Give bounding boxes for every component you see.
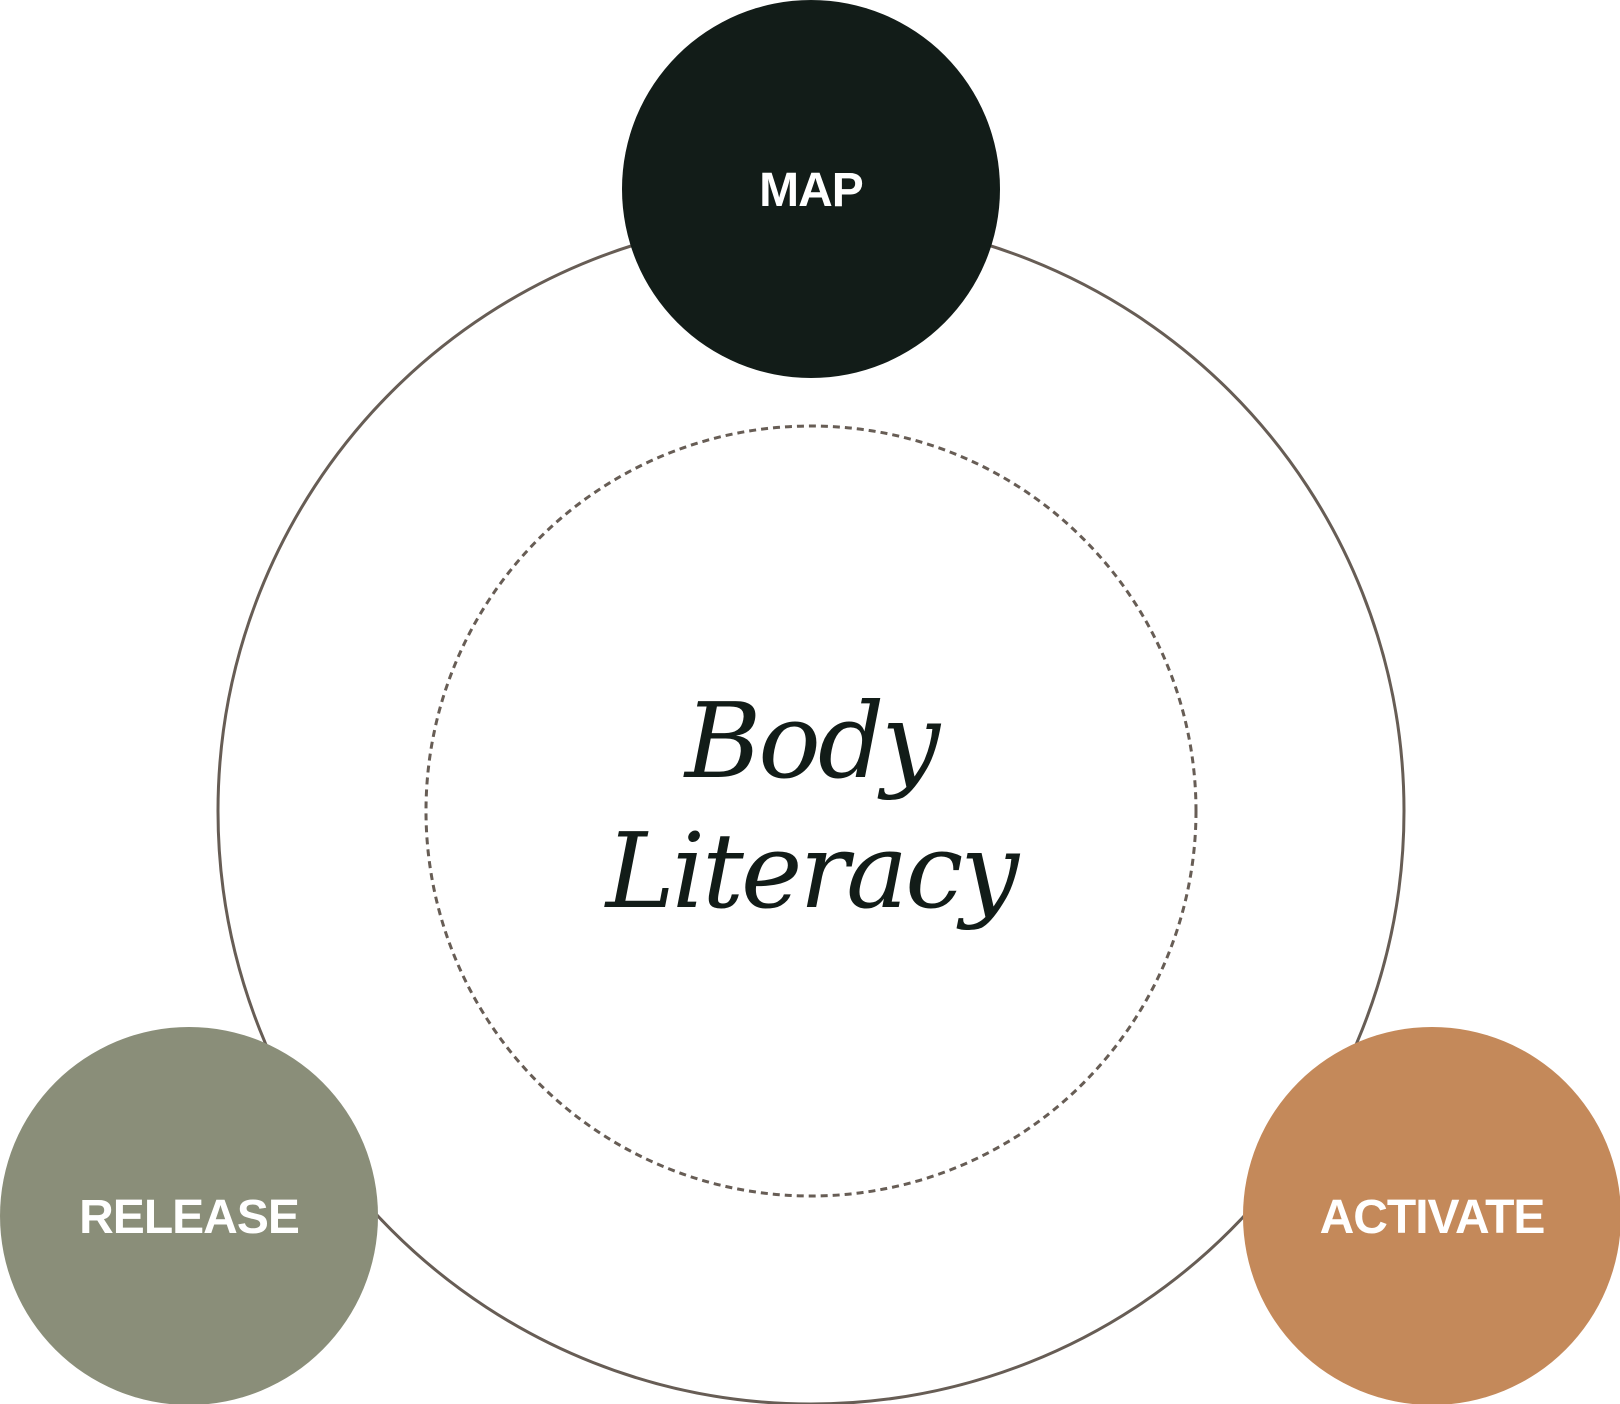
node-activate: ACTIVATE <box>1243 1027 1620 1404</box>
node-map-circle <box>622 0 1000 378</box>
center-title: Body Literacy <box>604 680 1024 932</box>
node-map-label: MAP <box>759 164 863 217</box>
node-release-label: RELEASE <box>79 1191 299 1244</box>
center-title-line-1: Body <box>683 680 942 802</box>
node-map: MAP <box>622 0 1000 378</box>
node-activate-label: ACTIVATE <box>1320 1191 1545 1244</box>
node-activate-circle <box>1243 1027 1620 1404</box>
node-release: RELEASE <box>0 1027 378 1404</box>
center-title-line-2: Literacy <box>604 810 1021 932</box>
node-release-circle <box>0 1027 378 1404</box>
inner-dashed-ring <box>424 424 1198 1198</box>
